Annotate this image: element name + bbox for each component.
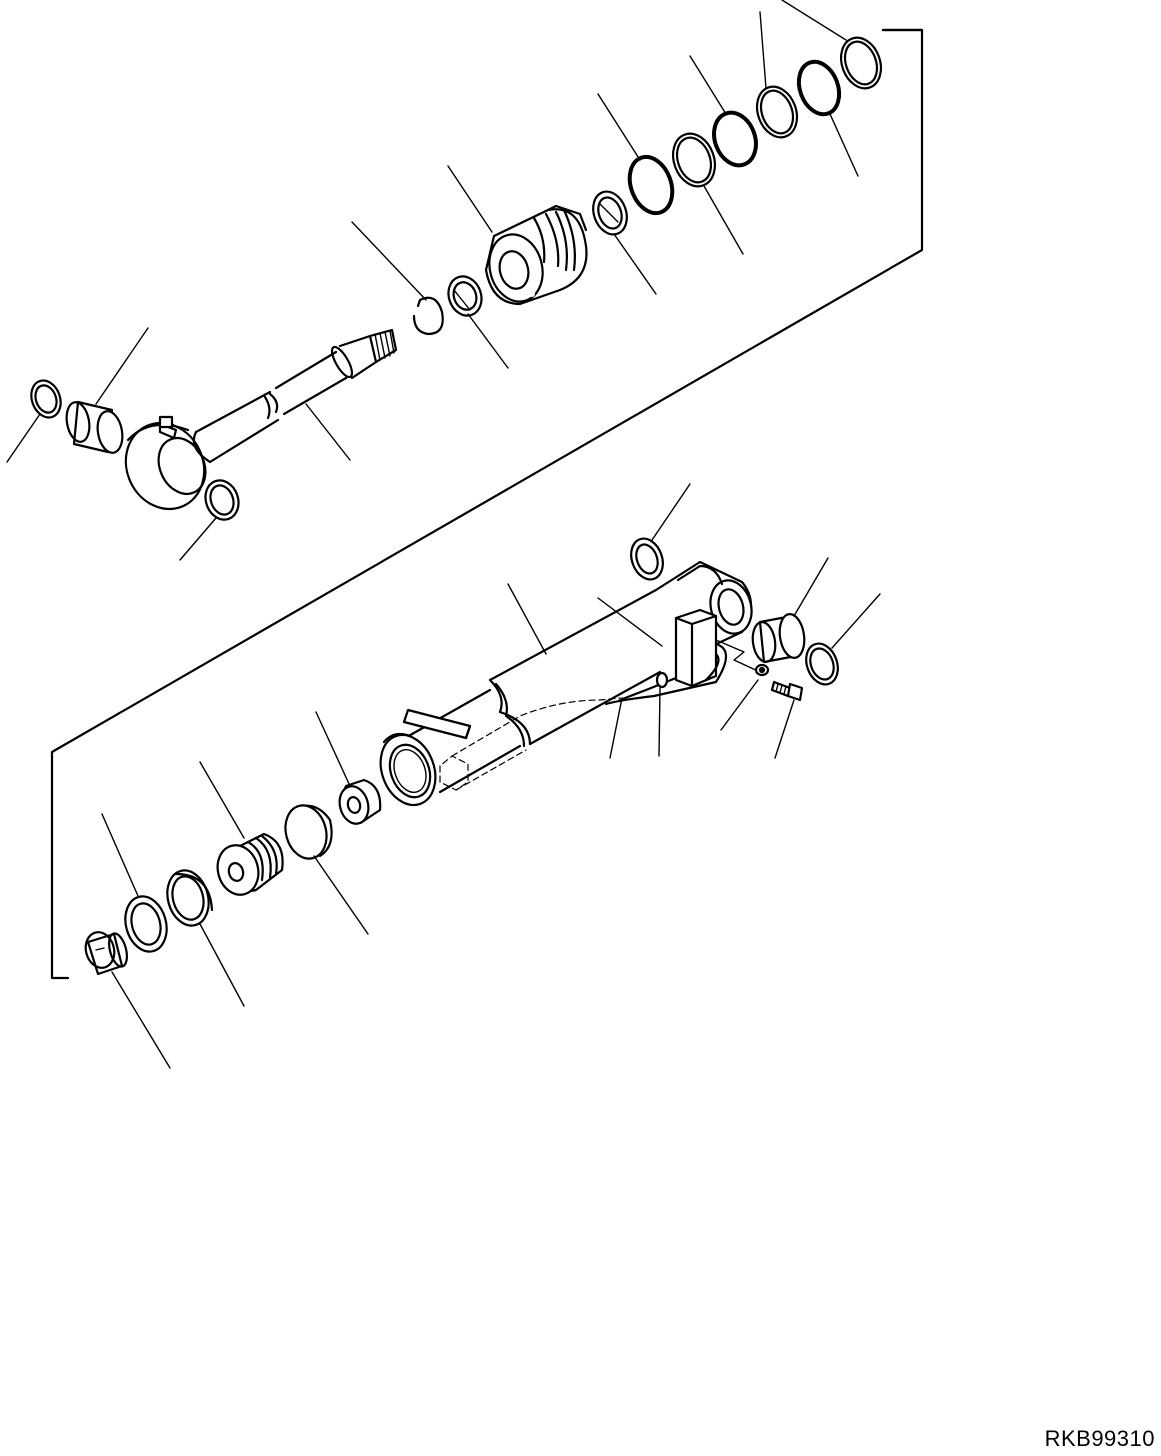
piston-rod <box>124 328 398 511</box>
bottom-bushing <box>751 613 806 664</box>
head-o-ring-3 <box>796 59 842 117</box>
retaining-ring <box>412 296 444 336</box>
cylinder-head <box>484 204 588 306</box>
piston <box>216 832 284 896</box>
cylinder-tube <box>379 560 753 807</box>
rod-eye-seal-lower <box>204 479 240 521</box>
lower-leader-lines <box>101 483 881 1069</box>
upper-leader-lines <box>6 0 859 561</box>
head-bushing <box>592 190 628 236</box>
end-bushing <box>84 931 128 976</box>
head-backup-ring <box>671 132 717 188</box>
head-backup-ring-3 <box>839 36 883 90</box>
head-backup-ring-2 <box>755 85 799 139</box>
piston-nut <box>338 778 382 825</box>
group-bracket-frame <box>50 28 924 980</box>
washer <box>754 663 770 677</box>
head-o-ring <box>627 154 675 216</box>
bottom-seal-ring-upper <box>630 537 664 581</box>
bolt <box>770 680 804 702</box>
wear-ring <box>124 895 168 953</box>
rod-end-snap-ring-left <box>30 379 62 419</box>
valve-block <box>604 608 761 706</box>
piston-ring <box>166 869 214 927</box>
rod-end-bushing <box>65 400 124 454</box>
rod-seal-ring <box>447 275 483 317</box>
bottom-snap-ring <box>805 642 839 686</box>
drawing-code: RKB99310 <box>1044 1426 1155 1451</box>
cushion-ring <box>284 804 333 860</box>
